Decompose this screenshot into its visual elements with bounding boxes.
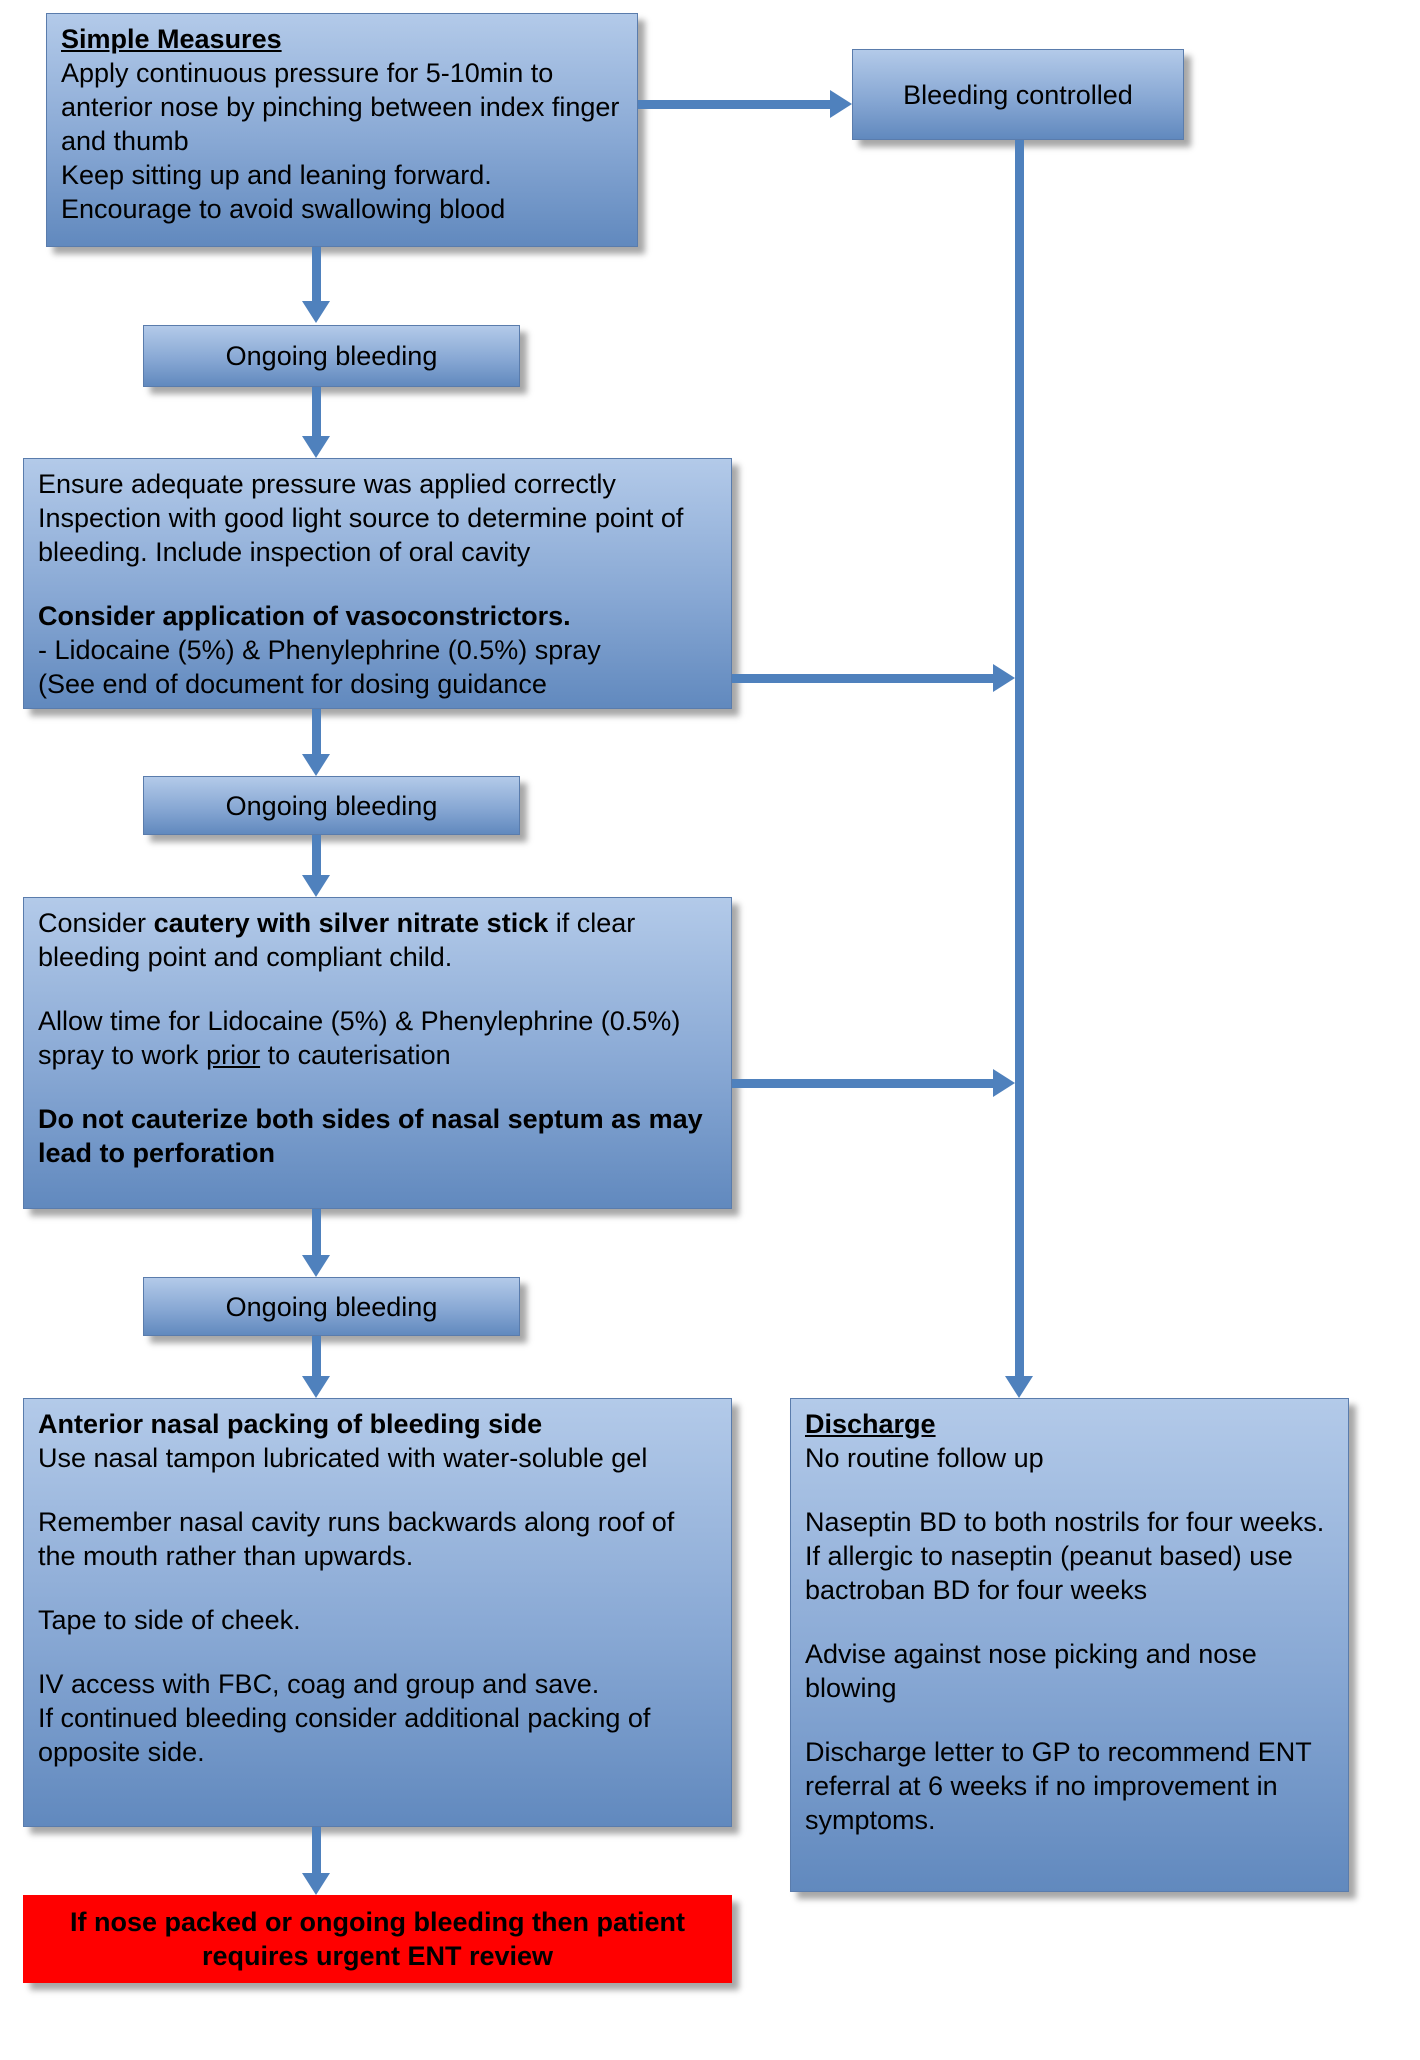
discharge-p1: No routine follow up: [805, 1443, 1044, 1473]
rail-controlled-to-discharge-line: [1015, 140, 1024, 1376]
arrow-packing-to-alert-head: [302, 1873, 330, 1895]
pressure-check-p4: - Lidocaine (5%) & Phenylephrine (0.5%) …: [38, 635, 601, 665]
arrow-ongoing3-to-packing-line: [312, 1336, 321, 1376]
arrow-cautery-to-rail-line: [732, 1079, 993, 1088]
bleeding-controlled-label: Bleeding controlled: [903, 79, 1133, 110]
ongoing-bleeding-box-1: Ongoing bleeding: [143, 325, 520, 387]
discharge-box: Discharge No routine follow up Naseptin …: [790, 1398, 1349, 1892]
arrow-simple-to-ongoing1-head: [302, 301, 330, 323]
packing-p5: IV access with FBC, coag and group and s…: [38, 1669, 600, 1699]
arrow-pressure-to-rail-line: [732, 674, 993, 683]
arrow-packing-to-alert-line: [312, 1827, 321, 1873]
discharge-p3: If allergic to naseptin (peanut based) u…: [805, 1541, 1293, 1605]
arrow-ongoing1-to-pressure-head: [302, 436, 330, 458]
arrow-simple-to-controlled-head: [830, 90, 852, 118]
simple-measures-p1: Apply continuous pressure for 5-10min to…: [61, 58, 620, 156]
rail-controlled-to-discharge-head: [1005, 1376, 1033, 1398]
packing-p3: Remember nasal cavity runs backwards alo…: [38, 1507, 675, 1571]
simple-measures-box: Simple Measures Apply continuous pressur…: [46, 13, 638, 247]
discharge-p5: Discharge letter to GP to recommend ENT …: [805, 1737, 1312, 1835]
arrow-cautery-to-ongoing3-line: [312, 1209, 321, 1255]
arrow-simple-to-controlled-line: [638, 100, 830, 109]
arrow-cautery-to-rail-head: [993, 1069, 1015, 1097]
ent-alert-box: If nose packed or ongoing bleeding then …: [23, 1895, 732, 1983]
pressure-check-p1: Ensure adequate pressure was applied cor…: [38, 469, 616, 499]
arrow-cautery-to-ongoing3-head: [302, 1255, 330, 1277]
pressure-check-p3: Consider application of vasoconstrictors…: [38, 601, 571, 631]
arrow-ongoing1-to-pressure-line: [312, 387, 321, 436]
ongoing-bleeding-label-2: Ongoing bleeding: [225, 790, 438, 821]
packing-p4: Tape to side of cheek.: [38, 1605, 301, 1635]
arrow-ongoing2-to-cautery-line: [312, 835, 321, 875]
arrow-pressure-to-ongoing2-head: [302, 754, 330, 776]
ongoing-bleeding-label-1: Ongoing bleeding: [225, 341, 438, 371]
packing-p1: Anterior nasal packing of bleeding side: [38, 1409, 543, 1439]
ongoing-bleeding-box-2: Ongoing bleeding: [143, 776, 520, 835]
discharge-p4: Advise against nose picking and nose blo…: [805, 1639, 1257, 1703]
discharge-p2: Naseptin BD to both nostrils for four we…: [805, 1507, 1325, 1537]
cautery-box: Consider cautery with silver nitrate sti…: [23, 897, 732, 1209]
arrow-pressure-to-ongoing2-line: [312, 709, 321, 754]
simple-measures-title: Simple Measures: [61, 24, 282, 54]
pressure-check-box: Ensure adequate pressure was applied cor…: [23, 458, 732, 709]
simple-measures-p2: Keep sitting up and leaning forward.: [61, 160, 492, 190]
packing-p2: Use nasal tampon lubricated with water-s…: [38, 1443, 648, 1473]
pressure-check-p5: (See end of document for dosing guidance: [38, 669, 547, 699]
cautery-p1: Consider cautery with silver nitrate sti…: [38, 908, 636, 972]
cautery-p2: Allow time for Lidocaine (5%) & Phenylep…: [38, 1006, 681, 1070]
ent-alert-label: If nose packed or ongoing bleeding then …: [69, 1907, 686, 1971]
ongoing-bleeding-label-3: Ongoing bleeding: [225, 1291, 438, 1322]
discharge-title: Discharge: [805, 1409, 936, 1439]
simple-measures-p3: Encourage to avoid swallowing blood: [61, 194, 506, 224]
arrow-simple-to-ongoing1-line: [312, 247, 321, 301]
arrow-pressure-to-rail-head: [993, 664, 1015, 692]
arrow-ongoing3-to-packing-head: [302, 1376, 330, 1398]
packing-p6: If continued bleeding consider additiona…: [38, 1703, 651, 1767]
pressure-check-p2: Inspection with good light source to det…: [38, 503, 684, 567]
packing-box: Anterior nasal packing of bleeding side …: [23, 1398, 732, 1827]
ongoing-bleeding-box-3: Ongoing bleeding: [143, 1277, 520, 1336]
bleeding-controlled-box: Bleeding controlled: [852, 49, 1184, 140]
cautery-p3: Do not cauterize both sides of nasal sep…: [38, 1104, 703, 1168]
arrow-ongoing2-to-cautery-head: [302, 875, 330, 897]
